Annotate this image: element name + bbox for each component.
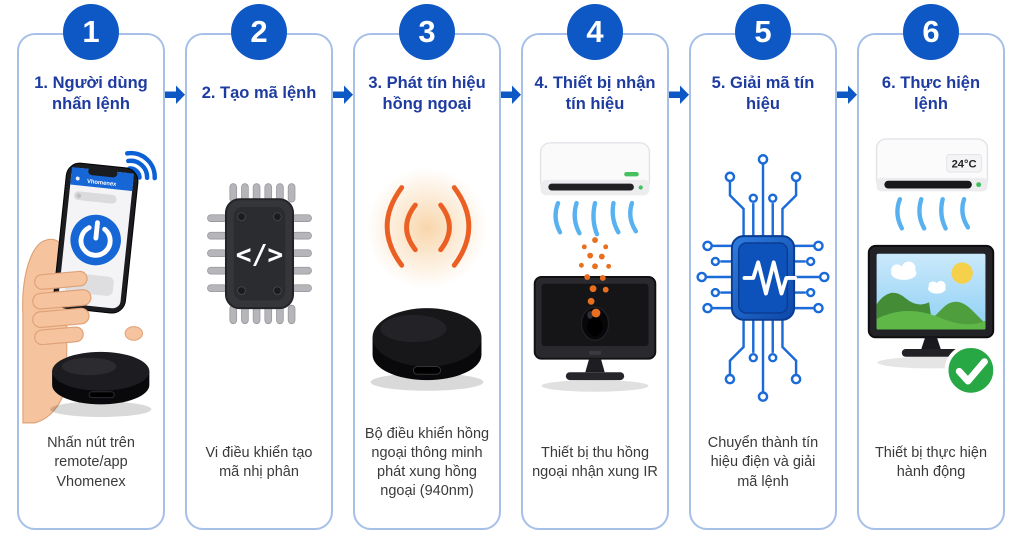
fingers bbox=[31, 270, 92, 346]
step-3-number-badge: 3 bbox=[399, 4, 455, 60]
ac-unit: 24°C bbox=[875, 138, 988, 192]
step-3-caption: Bộ điều khiển hồng ngoại thông minh phát… bbox=[364, 425, 490, 500]
step-5-illustration bbox=[691, 127, 835, 427]
step-2-number-badge: 2 bbox=[231, 4, 287, 60]
step-6-illustration: 24°C bbox=[859, 127, 1003, 427]
flow-arrow-icon bbox=[165, 84, 185, 105]
circuit-traces bbox=[695, 154, 830, 402]
flow-arrow-icon bbox=[669, 84, 689, 105]
flow-arrow-icon bbox=[333, 84, 353, 105]
flow-arrow-icon bbox=[501, 84, 521, 105]
flow-arrow-icon bbox=[837, 84, 857, 105]
step-5-caption: Chuyển thành tín hiệu điện và giải mã lệ… bbox=[707, 435, 819, 490]
ir-blaster-device bbox=[370, 308, 483, 391]
step-5-title: 5. Giải mã tín hiệu bbox=[711, 73, 815, 113]
chip-body: </> bbox=[224, 198, 294, 310]
step-2-illustration: </> bbox=[187, 127, 331, 427]
step-6-panel: 6. Thực hiện lệnh 24°C bbox=[857, 33, 1005, 530]
hand-phone-illustration: Vhomenex bbox=[21, 150, 157, 424]
step-3-title: 3. Phát tín hiệu hồng ngoại bbox=[368, 73, 486, 113]
step-number: 3 bbox=[418, 14, 436, 49]
waveform-icon bbox=[742, 260, 797, 296]
app-label: Vhomenex bbox=[86, 179, 117, 188]
ir-blaster-device bbox=[49, 351, 151, 418]
ac-unit bbox=[539, 142, 650, 196]
step-4-panel: 4. Thiết bị nhận tín hiệu bbox=[521, 33, 669, 530]
tv-monitor bbox=[533, 276, 656, 392]
step-2-title: 2. Tạo mã lệnh bbox=[201, 84, 317, 103]
step-number: 6 bbox=[922, 14, 940, 49]
step-5: 5 5. Giải mã tín hiệu bbox=[689, 0, 837, 530]
ac-tv-receiver-illustration bbox=[533, 142, 656, 392]
step-number: 2 bbox=[250, 14, 268, 49]
step-4: 4 4. Thiết bị nhận tín hiệu bbox=[521, 0, 669, 530]
ir-dots-icon bbox=[578, 237, 611, 318]
airflow-icon bbox=[552, 200, 638, 237]
cloud-icon bbox=[890, 261, 946, 294]
step-3-panel: 3. Phát tín hiệu hồng ngoại bbox=[353, 33, 501, 530]
step-1-number-badge: 1 bbox=[63, 4, 119, 60]
step-3-illustration bbox=[355, 127, 499, 427]
step-5-number-badge: 5 bbox=[735, 4, 791, 60]
step-6-title: 6. Thực hiện lệnh bbox=[881, 73, 981, 113]
step-2-caption: Vi điều khiển tạo mã nhị phân bbox=[205, 444, 313, 480]
step-2-panel: 2. Tạo mã lệnh bbox=[185, 33, 333, 530]
sun-icon bbox=[950, 262, 973, 284]
step-6-number-badge: 6 bbox=[903, 4, 959, 60]
step-5-panel: 5. Giải mã tín hiệu bbox=[689, 33, 837, 530]
step-1-title: 1. Người dùng nhấn lệnh bbox=[34, 73, 148, 113]
tv-landscape bbox=[867, 244, 994, 369]
step-number: 5 bbox=[754, 14, 772, 49]
step-6-caption: Thiết bị thực hiện hành động bbox=[874, 444, 988, 480]
checkmark-icon bbox=[944, 344, 997, 397]
step-number: 4 bbox=[586, 14, 604, 49]
step-4-caption: Thiết bị thu hồng ngoại nhận xung IR bbox=[532, 444, 658, 480]
step-number: 1 bbox=[82, 14, 100, 49]
step-1: 1 1. Người dùng nhấn lệnh bbox=[17, 0, 165, 530]
power-icon bbox=[69, 214, 121, 266]
step-2: 2 2. Tạo mã lệnh bbox=[185, 0, 333, 530]
devices-executing-illustration: 24°C bbox=[867, 138, 997, 397]
ir-waves-icon bbox=[384, 185, 471, 268]
ac-temperature: 24°C bbox=[951, 159, 976, 171]
code-icon: </> bbox=[235, 240, 282, 270]
decoder-chip-illustration bbox=[695, 154, 830, 402]
step-1-panel: 1. Người dùng nhấn lệnh bbox=[17, 33, 165, 530]
step-4-illustration bbox=[523, 127, 667, 427]
step-1-illustration: Vhomenex bbox=[19, 127, 163, 427]
airflow-icon bbox=[894, 197, 970, 231]
step-6: 6 6. Thực hiện lệnh 24°C bbox=[857, 0, 1005, 530]
step-4-number-badge: 4 bbox=[567, 4, 623, 60]
step-4-title: 4. Thiết bị nhận tín hiệu bbox=[534, 73, 656, 113]
chip-pins bbox=[206, 183, 312, 325]
step-1-caption: Nhấn nút trên remote/app Vhomenex bbox=[47, 435, 135, 490]
step-3: 3 3. Phát tín hiệu hồng ngoại bbox=[353, 0, 501, 530]
chip-body bbox=[730, 235, 797, 321]
ir-blaster-illustration bbox=[366, 168, 487, 391]
microchip-illustration: </> bbox=[206, 183, 312, 325]
